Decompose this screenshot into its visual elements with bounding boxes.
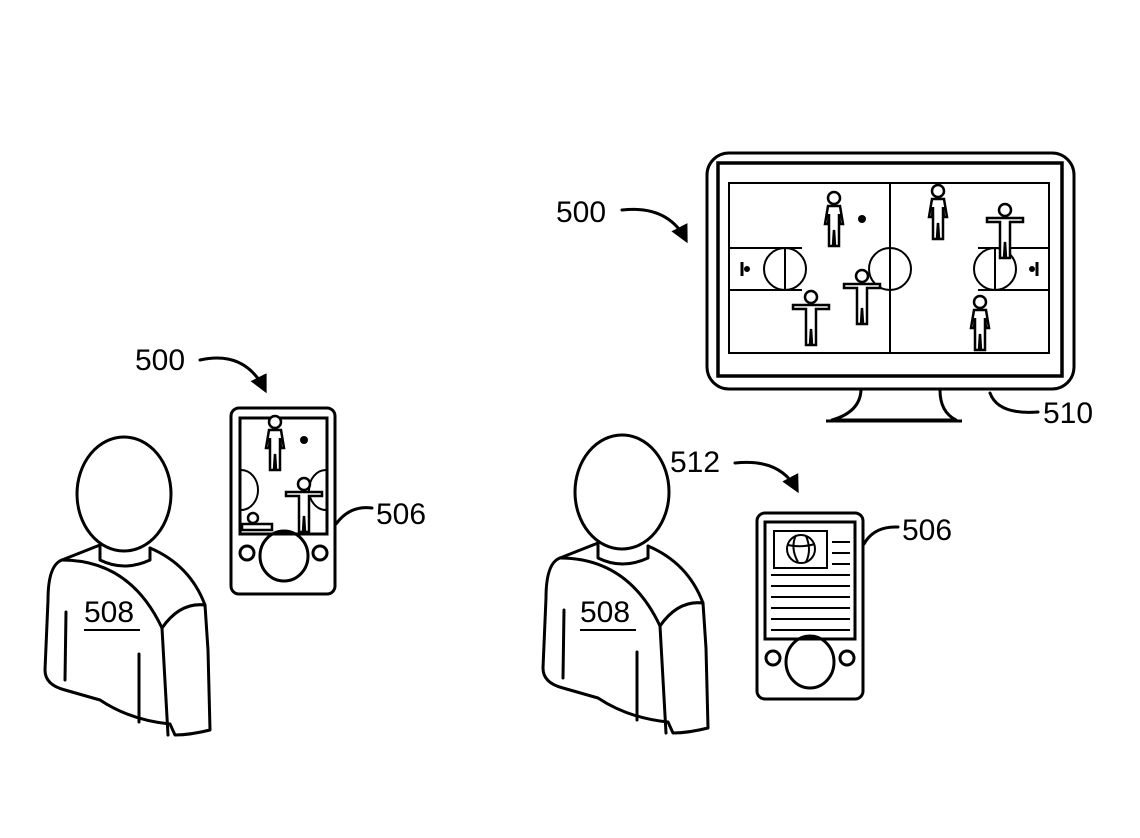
left-scene: 508 500 506 bbox=[43, 344, 426, 737]
phone-screen-game bbox=[240, 414, 327, 534]
court-view bbox=[728, 182, 1050, 354]
ref-500-right: 500 bbox=[556, 196, 606, 229]
phone-home-button bbox=[258, 529, 310, 583]
ref-512: 512 bbox=[670, 446, 720, 479]
phone-button-left bbox=[764, 649, 782, 667]
ball-icon bbox=[858, 215, 866, 223]
mobile-device-right bbox=[755, 511, 865, 701]
user-figure-left: 508 bbox=[43, 435, 212, 737]
phone-button-right bbox=[311, 544, 329, 562]
article-content bbox=[771, 530, 850, 631]
arrow-512 bbox=[733, 460, 799, 494]
ref-508-left: 508 bbox=[84, 596, 134, 629]
ref-508-right: 508 bbox=[580, 596, 630, 629]
leader-506-left bbox=[334, 506, 374, 526]
phone-button-left bbox=[238, 544, 256, 562]
phone-home-button bbox=[784, 634, 836, 690]
ball-icon bbox=[300, 436, 308, 444]
user-figure-right: 508 bbox=[541, 433, 710, 735]
display-device bbox=[705, 151, 1076, 423]
mobile-device-left bbox=[229, 406, 337, 596]
ref-510: 510 bbox=[1043, 397, 1093, 430]
arrow-500-right bbox=[620, 207, 688, 244]
right-scene: 500 bbox=[541, 151, 1093, 735]
phone-button-right bbox=[838, 649, 856, 667]
ref-506-left: 506 bbox=[376, 498, 426, 531]
leader-506-right bbox=[862, 525, 900, 546]
ref-506-right: 506 bbox=[902, 514, 952, 547]
basketball-icon bbox=[786, 534, 816, 564]
leader-510 bbox=[988, 391, 1040, 414]
ref-500-left: 500 bbox=[135, 344, 185, 377]
arrow-500-left bbox=[198, 356, 267, 394]
